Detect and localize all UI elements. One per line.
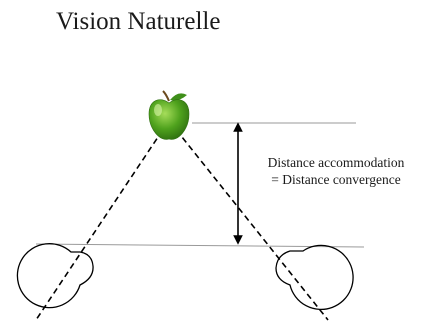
left-eye-icon [17,244,93,308]
apple-icon [149,91,189,139]
annotation-line-2: = Distance convergence [250,171,422,188]
left-line-of-sight [36,122,168,320]
right-line-of-sight [170,122,328,320]
right-eye-icon [276,245,353,309]
annotation-line-1: Distance accommodation [250,154,422,171]
distance-annotation: Distance accommodation = Distance conver… [250,154,422,188]
